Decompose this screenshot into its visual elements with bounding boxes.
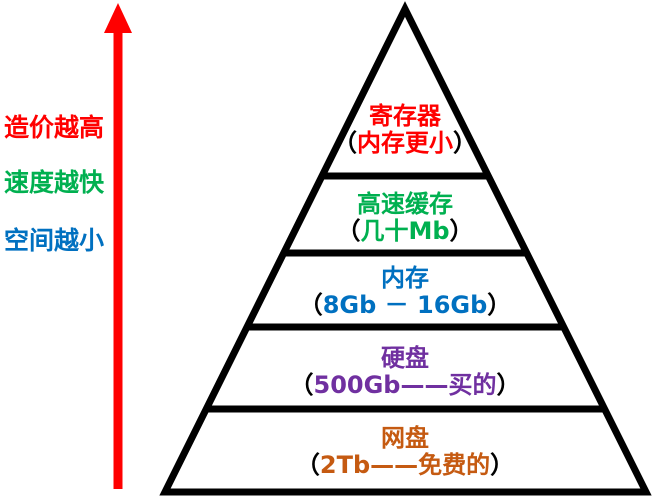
level-subtitle: （8Gb － 16Gb） xyxy=(205,292,605,319)
level-subtitle: （2Tb——免费的） xyxy=(205,452,605,479)
side-label-space: 空间越小 xyxy=(4,226,105,255)
level-subtitle: （内存更小） xyxy=(205,130,605,157)
level-title: 寄存器 xyxy=(369,102,441,130)
paren-close: ） xyxy=(496,371,521,399)
pyramid-outline xyxy=(159,1,652,496)
pyramid-level-cloud-disk: 网盘 （2Tb——免费的） xyxy=(205,425,605,479)
side-label-speed: 速度越快 xyxy=(4,168,105,197)
level-subtitle-value: 内存更小 xyxy=(357,129,453,157)
side-label-cost: 造价越高 xyxy=(4,113,105,142)
paren-open: （ xyxy=(295,451,320,479)
level-title: 网盘 xyxy=(381,424,429,452)
paren-close: ） xyxy=(449,217,474,245)
pyramid-level-hard-disk: 硬盘 （500Gb——买的） xyxy=(205,345,605,399)
level-title: 内存 xyxy=(381,264,429,292)
level-subtitle: （几十Mb） xyxy=(205,218,605,245)
level-subtitle-value: 几十Mb xyxy=(360,217,450,245)
level-subtitle-value: 500Gb——买的 xyxy=(313,371,497,399)
paren-open: （ xyxy=(336,217,361,245)
pyramid-level-register: 寄存器 （内存更小） xyxy=(205,103,605,157)
paren-close: ） xyxy=(490,451,515,479)
pyramid-level-cache: 高速缓存 （几十Mb） xyxy=(205,191,605,245)
paren-close: ） xyxy=(487,291,512,319)
level-title: 高速缓存 xyxy=(357,190,453,218)
level-subtitle: （500Gb——买的） xyxy=(205,372,605,399)
paren-open: （ xyxy=(298,291,323,319)
level-title: 硬盘 xyxy=(381,344,429,372)
paren-close: ） xyxy=(453,129,477,157)
up-arrow-icon xyxy=(104,3,132,489)
level-subtitle-value: 2Tb——免费的 xyxy=(319,451,491,479)
paren-open: （ xyxy=(289,371,314,399)
paren-open: （ xyxy=(333,129,357,157)
pyramid-level-memory: 内存 （8Gb － 16Gb） xyxy=(205,265,605,319)
level-subtitle-value: 8Gb － 16Gb xyxy=(322,291,488,319)
